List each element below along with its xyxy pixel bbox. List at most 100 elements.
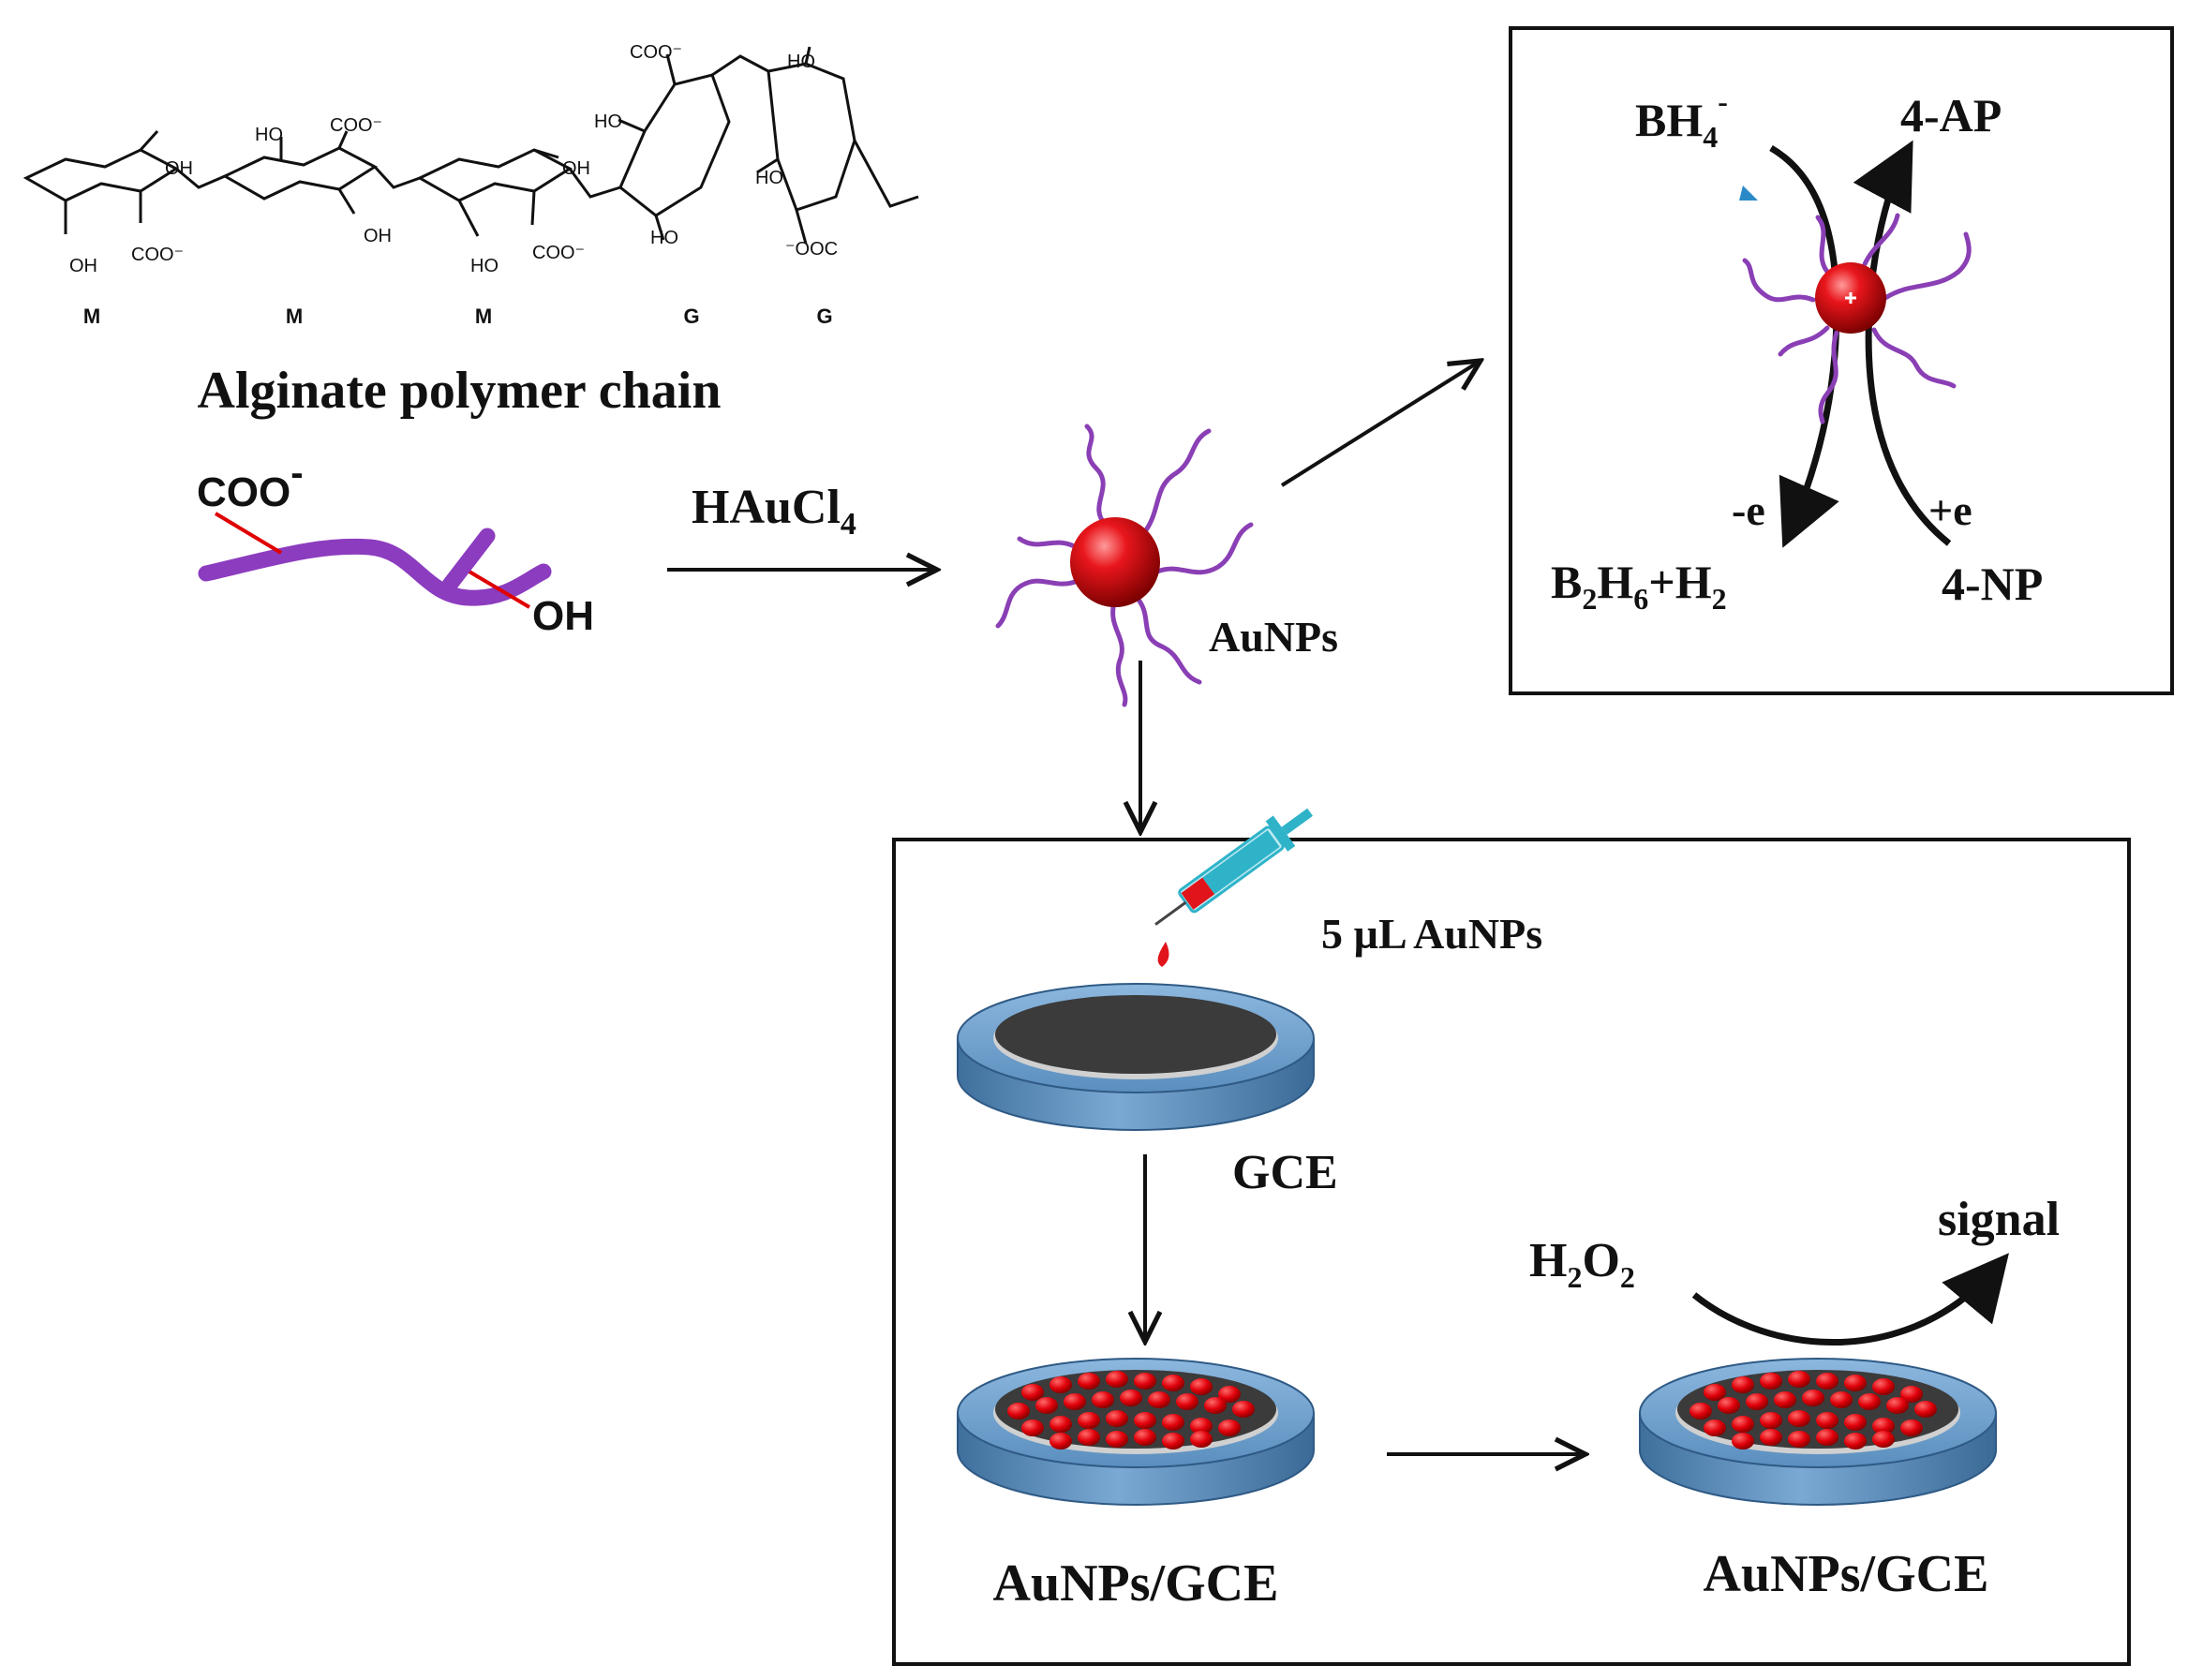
deposited-nanoparticle xyxy=(1049,1376,1072,1393)
deposited-nanoparticle xyxy=(1872,1431,1895,1448)
bare-electrode-icon xyxy=(957,983,1315,1131)
to-catalysis-arrow xyxy=(1280,361,1481,487)
plus-e-label: +e xyxy=(1928,486,1972,534)
syringe-icon xyxy=(1154,808,1313,967)
deposited-nanoparticle xyxy=(1732,1376,1754,1393)
chem-label-coo-3: COO⁻ xyxy=(532,243,585,263)
unit-label-1: M xyxy=(83,305,100,328)
deposited-nanoparticle xyxy=(1732,1416,1754,1433)
deposited-nanoparticle xyxy=(1162,1414,1184,1431)
deposited-nanoparticle xyxy=(1900,1420,1923,1436)
deposited-nanoparticle xyxy=(1760,1373,1782,1390)
chem-label-ho-4: HO xyxy=(650,228,678,248)
deposited-nanoparticle xyxy=(1718,1397,1740,1414)
unit-label-2: M xyxy=(286,305,303,328)
sensing-electrode-icon xyxy=(1639,1358,1997,1506)
deposited-nanoparticle xyxy=(1816,1429,1838,1446)
deposited-nanoparticle xyxy=(1760,1429,1782,1446)
deposited-nanoparticle xyxy=(1788,1371,1810,1388)
deposited-nanoparticle xyxy=(1078,1429,1100,1446)
aunps-label: AuNPs xyxy=(1209,613,1338,661)
deposited-nanoparticle xyxy=(1190,1418,1213,1435)
chem-label-ho-3: HO xyxy=(594,112,622,132)
deposited-nanoparticle xyxy=(1134,1429,1156,1446)
deposited-nanoparticle xyxy=(1049,1416,1072,1433)
deposited-nanoparticle xyxy=(1134,1412,1156,1429)
deposited-nanoparticle xyxy=(1021,1384,1044,1401)
deposited-nanoparticle xyxy=(1078,1373,1100,1390)
chem-label-coo-4: COO⁻ xyxy=(630,42,682,63)
deposited-nanoparticle xyxy=(1134,1373,1156,1390)
bare-electrode-label: GCE xyxy=(1232,1146,1338,1199)
deposited-nanoparticle xyxy=(1120,1390,1142,1406)
deposited-nanoparticle xyxy=(1844,1375,1867,1391)
deposited-nanoparticle xyxy=(1844,1433,1867,1450)
electrode-box xyxy=(892,838,2131,1666)
sensing-electrode-label: AuNPs/GCE xyxy=(1704,1545,1989,1603)
catalysis-scheme xyxy=(1739,140,1972,548)
chem-label-coo-2: COO⁻ xyxy=(330,115,382,136)
nanoparticle-deposit xyxy=(1689,1371,1937,1450)
deposited-nanoparticle xyxy=(1816,1412,1838,1429)
deposited-nanoparticle xyxy=(1049,1433,1072,1450)
deposited-nanoparticle xyxy=(1788,1431,1810,1448)
deposited-nanoparticle xyxy=(1886,1397,1909,1414)
chem-label-ho-1: HO xyxy=(255,125,283,145)
deposited-nanoparticle xyxy=(1732,1433,1754,1450)
deposited-nanoparticle xyxy=(1162,1433,1184,1450)
deposited-nanoparticle xyxy=(1872,1378,1895,1395)
chem-label-ho-6: HO xyxy=(755,168,783,188)
analyte-label: H2O2 xyxy=(1529,1234,1635,1294)
product-label: 4-AP xyxy=(1900,89,2002,141)
deposited-nanoparticle xyxy=(1176,1393,1198,1410)
chem-label-ho-2: HO xyxy=(470,256,499,276)
unit-label-3: M xyxy=(475,305,492,328)
deposited-nanoparticle xyxy=(1148,1391,1170,1408)
deposited-nanoparticle xyxy=(1035,1397,1058,1414)
chem-label-ho-5: HO xyxy=(787,52,815,72)
deposited-nanoparticle xyxy=(1746,1393,1768,1410)
deposited-nanoparticle xyxy=(1092,1391,1114,1408)
deposited-nanoparticle xyxy=(1218,1386,1241,1403)
deposited-nanoparticle xyxy=(1704,1384,1726,1401)
deposited-nanoparticle xyxy=(1788,1410,1810,1427)
deposited-nanoparticle xyxy=(1900,1386,1923,1403)
carboxyl-label: COO- xyxy=(197,453,304,515)
deposited-nanoparticle xyxy=(1802,1390,1824,1406)
reagent-label: HAuCl4 xyxy=(692,481,856,542)
signal-label: signal xyxy=(1938,1193,2060,1246)
deposited-nanoparticle xyxy=(1204,1397,1227,1414)
deposited-nanoparticle xyxy=(1914,1401,1937,1418)
deposited-nanoparticle xyxy=(1689,1403,1712,1420)
chem-label-oh-1: OH xyxy=(165,158,193,179)
alginate-group-labels: OH OH COO⁻ HO COO⁻ OH OH HO COO⁻ COO⁻ HO… xyxy=(69,42,838,276)
signal-arrow xyxy=(1691,1253,2009,1345)
deposited-nanoparticle xyxy=(1232,1401,1255,1418)
deposited-nanoparticle xyxy=(1007,1403,1030,1420)
deposited-nanoparticle xyxy=(1858,1393,1881,1410)
deposited-nanoparticle xyxy=(1106,1431,1128,1448)
chem-label-oh-3: OH xyxy=(364,226,392,246)
deposited-nanoparticle xyxy=(1218,1420,1241,1436)
deposited-nanoparticle xyxy=(1704,1420,1726,1436)
deposited-nanoparticle xyxy=(1190,1431,1213,1448)
deposited-nanoparticle xyxy=(1872,1418,1895,1435)
unit-label-4: G xyxy=(683,305,699,328)
dropcast-label: 5 µL AuNPs xyxy=(1321,910,1542,958)
substrate-label: 4-NP xyxy=(1942,558,2043,610)
alginate-structure xyxy=(22,46,919,245)
unit-label-5: G xyxy=(816,305,832,328)
byproduct-label: B2H6+H2 xyxy=(1551,556,1727,616)
hydroxyl-label: OH xyxy=(532,593,594,639)
alginate-unit-labels: M M M G G xyxy=(83,305,833,328)
deposited-nanoparticle xyxy=(1064,1393,1086,1410)
deposited-nanoparticle xyxy=(1190,1378,1213,1395)
chem-label-oh-4: OH xyxy=(562,158,590,179)
alginate-title: Alginate polymer chain xyxy=(198,362,722,420)
deposited-nanoparticle xyxy=(1106,1410,1128,1427)
deposited-nanoparticle xyxy=(1162,1375,1184,1391)
catalysis-box xyxy=(1509,26,2174,695)
gold-nanoparticle xyxy=(995,424,1254,707)
reductant-label: BH4- xyxy=(1635,84,1728,154)
